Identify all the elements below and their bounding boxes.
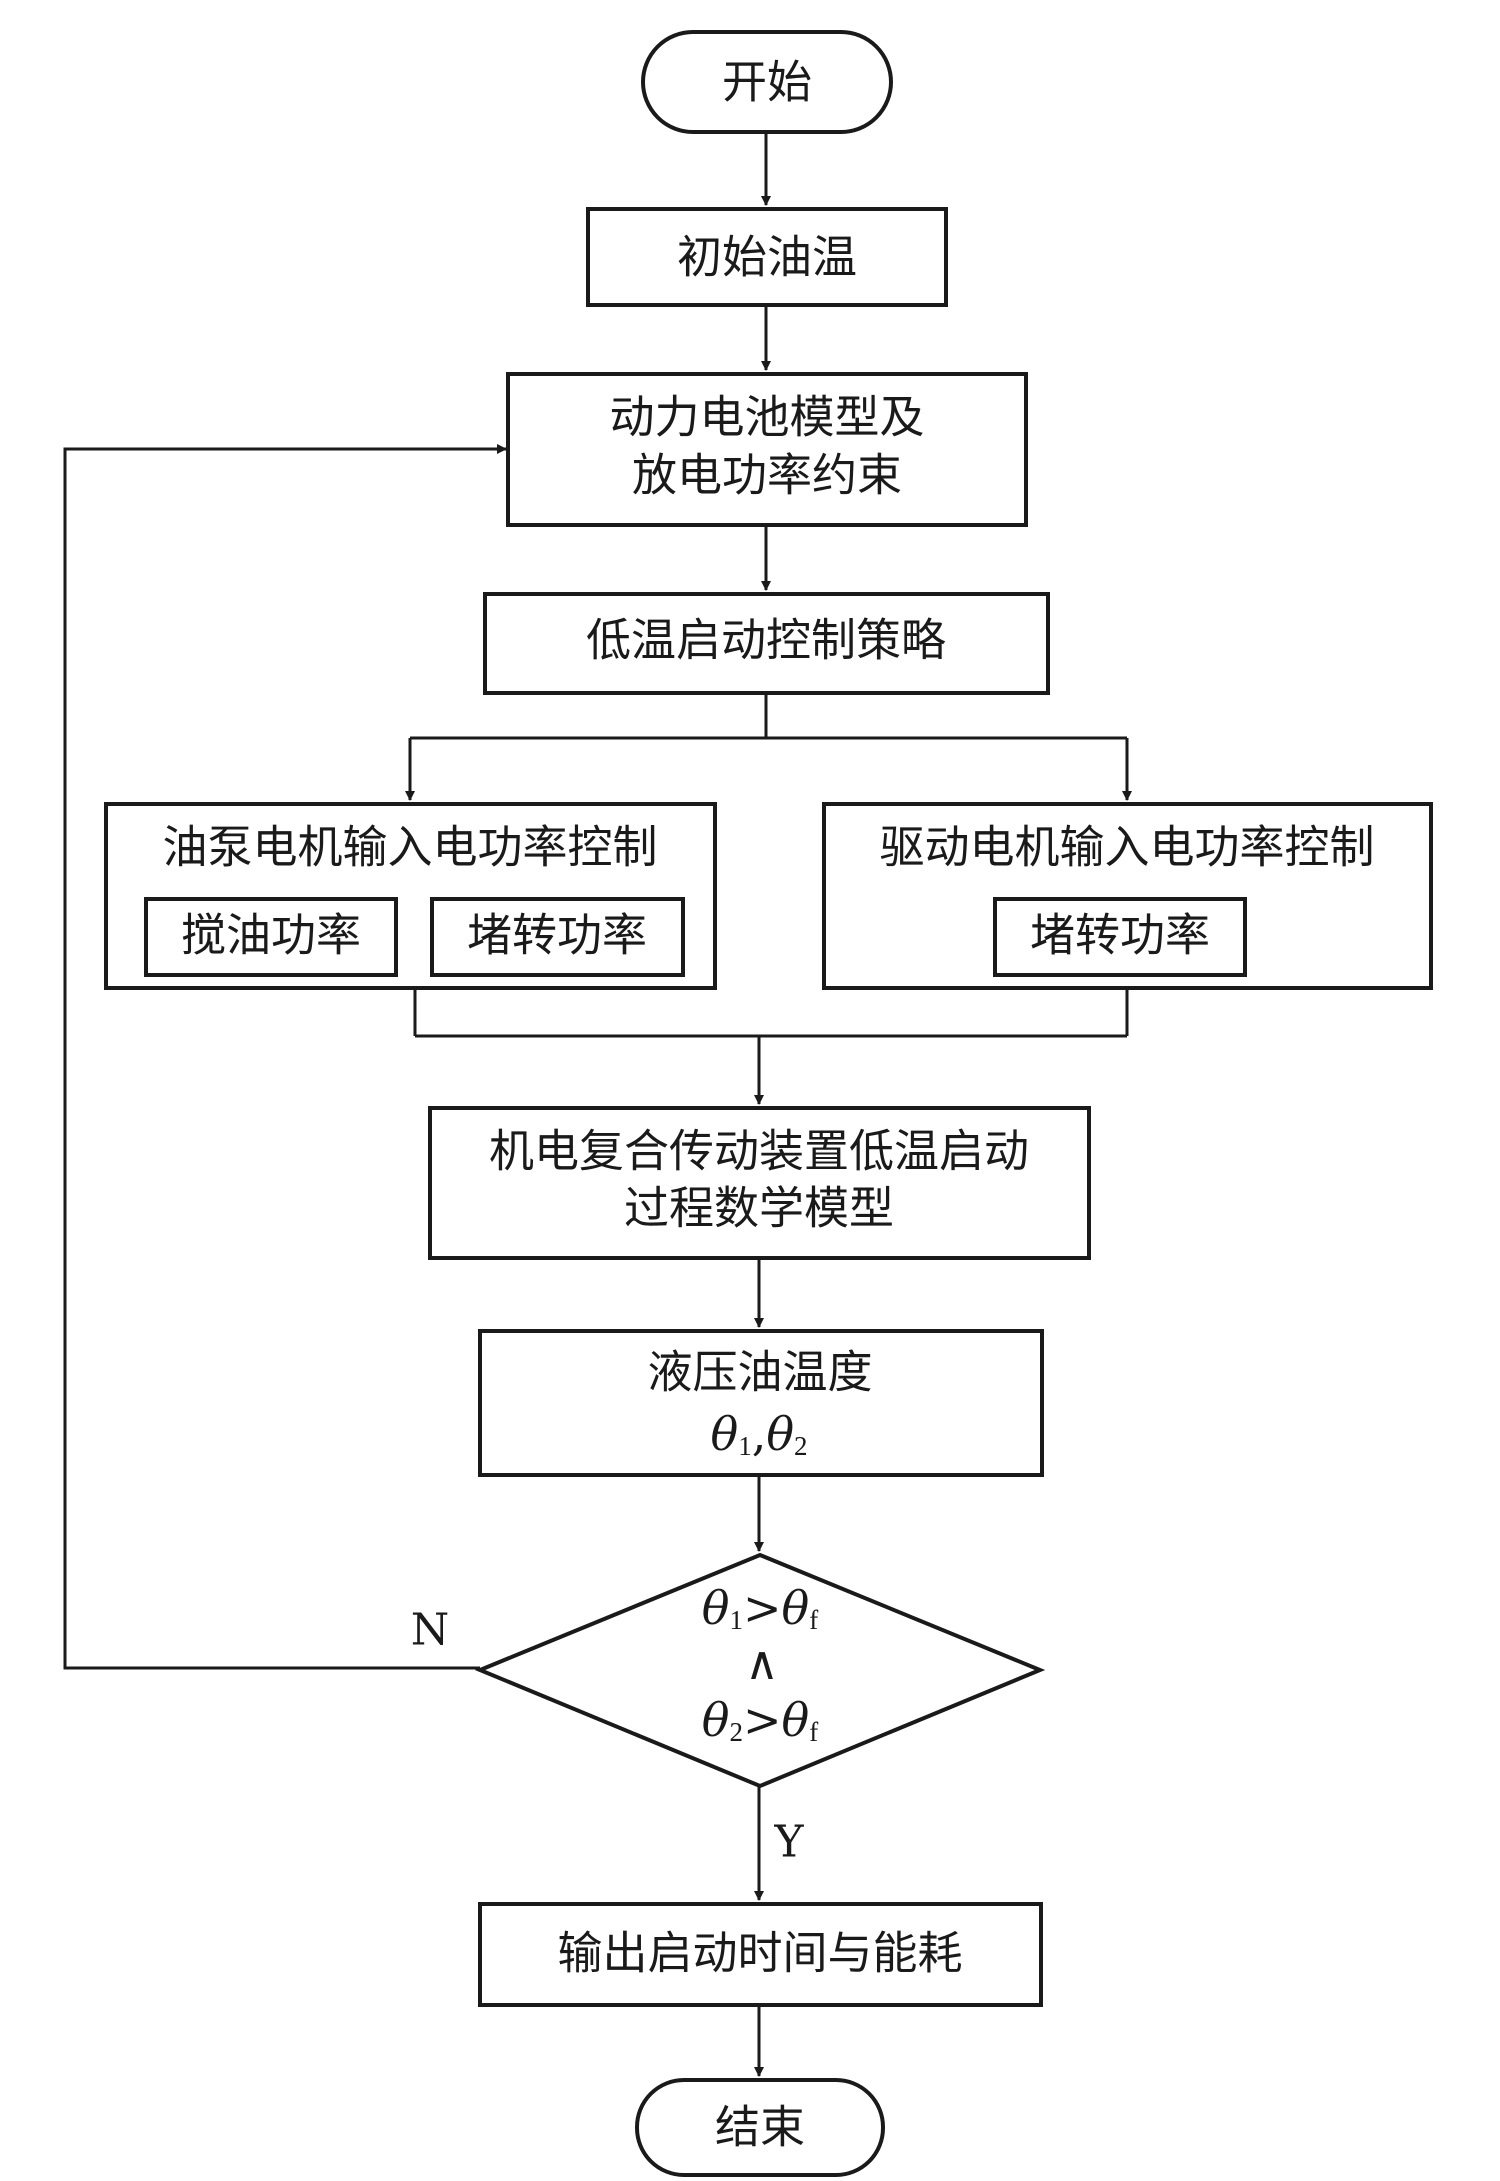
control-strategy-label: 低温启动控制策略 bbox=[586, 614, 946, 667]
output-node: 输出启动时间与能耗 bbox=[478, 1902, 1043, 2007]
hydraulic-temp-node: 液压油温度 θ1,θ2 bbox=[478, 1329, 1044, 1477]
battery-model-node: 动力电池模型及 放电功率约束 bbox=[506, 372, 1028, 527]
output-box bbox=[478, 1902, 1043, 2007]
math-model-label-line1: 机电复合传动装置低温启动 bbox=[489, 1125, 1029, 1178]
math-model-node: 机电复合传动装置低温启动 过程数学模型 bbox=[428, 1106, 1091, 1260]
end-terminal bbox=[635, 2078, 885, 2177]
math-model-label-line2: 过程数学模型 bbox=[624, 1182, 894, 1235]
hydraulic-temp-box bbox=[478, 1329, 1044, 1477]
pump-motor-node: 油泵电机输入电功率控制 搅油功率 堵转功率 bbox=[104, 802, 717, 990]
init-oil-temp-label: 初始油温 bbox=[677, 231, 857, 284]
churning-power-label: 搅油功率 bbox=[181, 909, 361, 962]
theta-pair-formula: θ1,θ2 bbox=[710, 1407, 807, 1461]
decision-diamond bbox=[474, 1552, 1046, 1789]
branch-no-label: N bbox=[411, 1605, 450, 1656]
stall-power-pump-box bbox=[430, 897, 685, 977]
end-label: 结束 bbox=[715, 2101, 805, 2154]
battery-model-label-line1: 动力电池模型及 bbox=[609, 391, 924, 444]
battery-model-label-line2: 放电功率约束 bbox=[632, 449, 902, 502]
condition-theta2: θ2>θf bbox=[702, 1693, 818, 1747]
start-label: 开始 bbox=[722, 56, 812, 109]
init-oil-temp-box bbox=[586, 207, 948, 307]
output-label: 输出启动时间与能耗 bbox=[557, 1927, 962, 1980]
control-strategy-node: 低温启动控制策略 bbox=[483, 592, 1050, 695]
stall-power-pump-label: 堵转功率 bbox=[467, 909, 647, 962]
connectors bbox=[63, 132, 1132, 2077]
stall-power-drive-label: 堵转功率 bbox=[1030, 909, 1210, 962]
end-node: 结束 bbox=[635, 2078, 885, 2177]
init-oil-temp-node: 初始油温 bbox=[586, 207, 948, 307]
condition-theta1: θ1>θf bbox=[702, 1581, 818, 1635]
math-model-box bbox=[428, 1106, 1091, 1260]
pump-motor-label: 油泵电机输入电功率控制 bbox=[162, 821, 657, 874]
hydraulic-temp-label: 液压油温度 bbox=[647, 1346, 872, 1399]
churning-power-box bbox=[144, 897, 398, 977]
start-terminal bbox=[641, 30, 893, 134]
branch-yes-label: Y bbox=[773, 1817, 804, 1868]
drive-motor-label: 驱动电机输入电功率控制 bbox=[879, 821, 1374, 874]
start-node: 开始 bbox=[641, 30, 893, 134]
condition-and: ∧ bbox=[745, 1636, 779, 1690]
control-strategy-box bbox=[483, 592, 1050, 695]
stall-power-drive-box bbox=[993, 897, 1247, 977]
drive-motor-node: 驱动电机输入电功率控制 堵转功率 bbox=[822, 802, 1433, 990]
decision-node: θ1>θf ∧ θ2>θf N Y bbox=[411, 1552, 1046, 1868]
battery-model-box bbox=[506, 372, 1028, 527]
arrow-loop-back-no bbox=[63, 444, 507, 1670]
